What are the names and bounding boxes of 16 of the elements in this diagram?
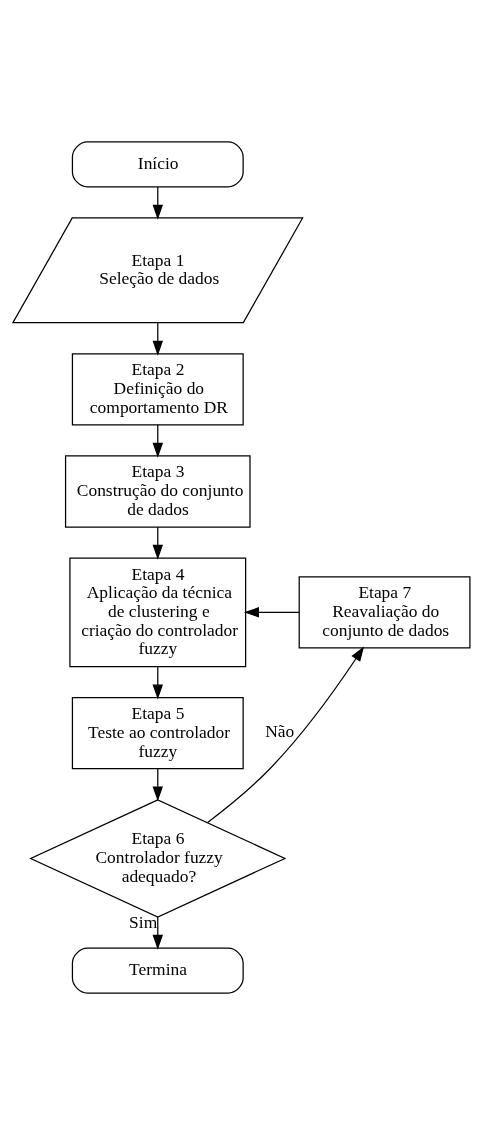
node-box: Início bbox=[71, 141, 244, 188]
arrow bbox=[207, 646, 365, 823]
node-box: Termina bbox=[71, 947, 244, 994]
arrow bbox=[152, 666, 164, 700]
arrow bbox=[152, 916, 164, 950]
edge-label: Não bbox=[265, 721, 295, 742]
node-box: Etapa 4 Aplicação da técnica de clustering e criação do controlador fuzzy bbox=[69, 557, 247, 668]
node-box: Etapa 3 Construção do conjunto de dados bbox=[64, 455, 251, 528]
arrow bbox=[152, 322, 164, 356]
node-box: Etapa 5 Teste ao controlador fuzzy bbox=[71, 697, 244, 770]
arrow bbox=[152, 424, 164, 458]
node-diamond: Etapa 6 Controlador fuzzy adequado? bbox=[29, 799, 287, 918]
arrow bbox=[152, 186, 164, 220]
arrow bbox=[244, 607, 300, 618]
node-box: Etapa 7 Reavaliação do conjunto de dados bbox=[298, 576, 471, 649]
node-box: Etapa 2 Definição do comportamento DR bbox=[71, 353, 244, 426]
